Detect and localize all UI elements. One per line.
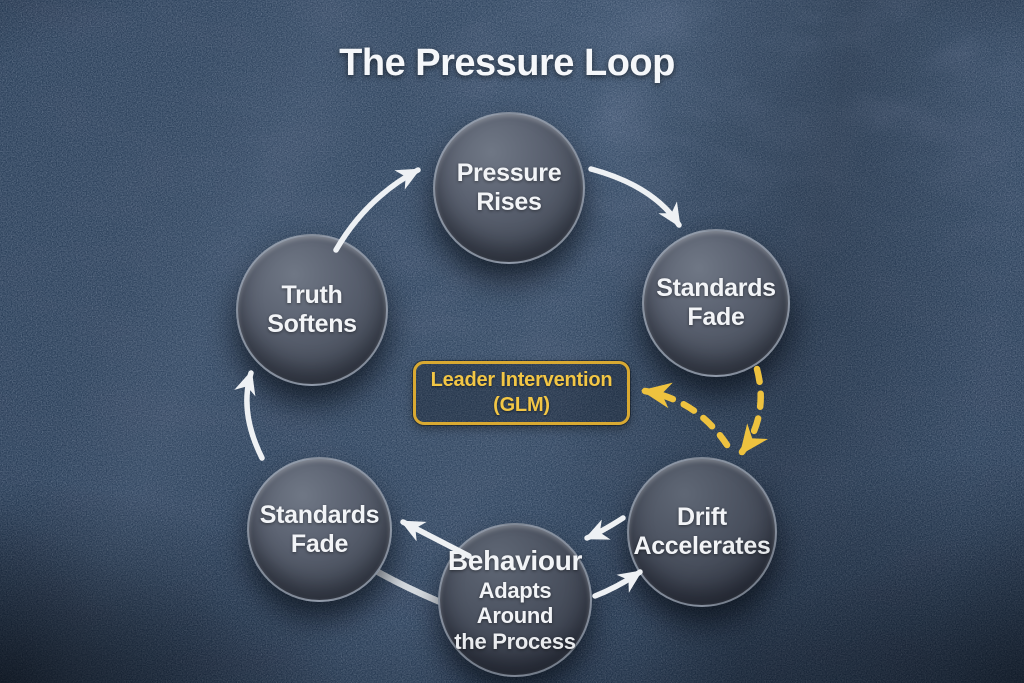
leader-intervention-line1: Leader Intervention bbox=[430, 369, 613, 391]
node-drift-accelerates: Drift Accelerates bbox=[627, 457, 777, 607]
leader-intervention-line2: (GLM) bbox=[493, 394, 550, 416]
node-behaviour-adapts: Behaviour Adapts Around the Process bbox=[438, 523, 592, 677]
node-label-line: Standards bbox=[656, 274, 776, 302]
node-label-line: Pressure bbox=[456, 159, 562, 187]
node-label-line: Fade bbox=[290, 529, 349, 558]
node-label-line: Rises bbox=[476, 188, 542, 216]
node-label-line: Accelerates bbox=[633, 532, 771, 560]
arrow-truth-to-pressure bbox=[333, 167, 421, 253]
arrow-drift-to-behaviour bbox=[584, 515, 626, 541]
node-label-line: Behaviour bbox=[447, 545, 583, 577]
node-label-line: Drift bbox=[677, 503, 727, 531]
arrow-behaviour-to-drift bbox=[592, 569, 643, 599]
node-standards-fade-left: Standards Fade bbox=[247, 457, 392, 602]
node-standards-fade-right: Standards Fade bbox=[642, 229, 790, 377]
node-label-line: Standards bbox=[259, 500, 380, 529]
arrow-standards-right-to-drift-dashed bbox=[738, 365, 768, 456]
leader-intervention-box: Leader Intervention (GLM) bbox=[413, 361, 630, 425]
arrow-standards-left-to-truth bbox=[234, 370, 265, 461]
node-label-line: Softens bbox=[267, 310, 357, 338]
arrow-pressure-to-standards-right bbox=[588, 166, 682, 228]
node-label-line: the Process bbox=[454, 628, 576, 654]
node-label-line: Fade bbox=[687, 303, 745, 331]
node-truth-softens: Truth Softens bbox=[236, 234, 388, 386]
diagram-title: The Pressure Loop bbox=[339, 42, 675, 84]
node-label-line: Adapts Around bbox=[476, 577, 554, 629]
node-pressure-rises: Pressure Rises bbox=[433, 112, 585, 264]
node-label-line: Truth bbox=[281, 281, 343, 309]
arrow-drift-to-leader-box-dashed bbox=[641, 382, 731, 449]
